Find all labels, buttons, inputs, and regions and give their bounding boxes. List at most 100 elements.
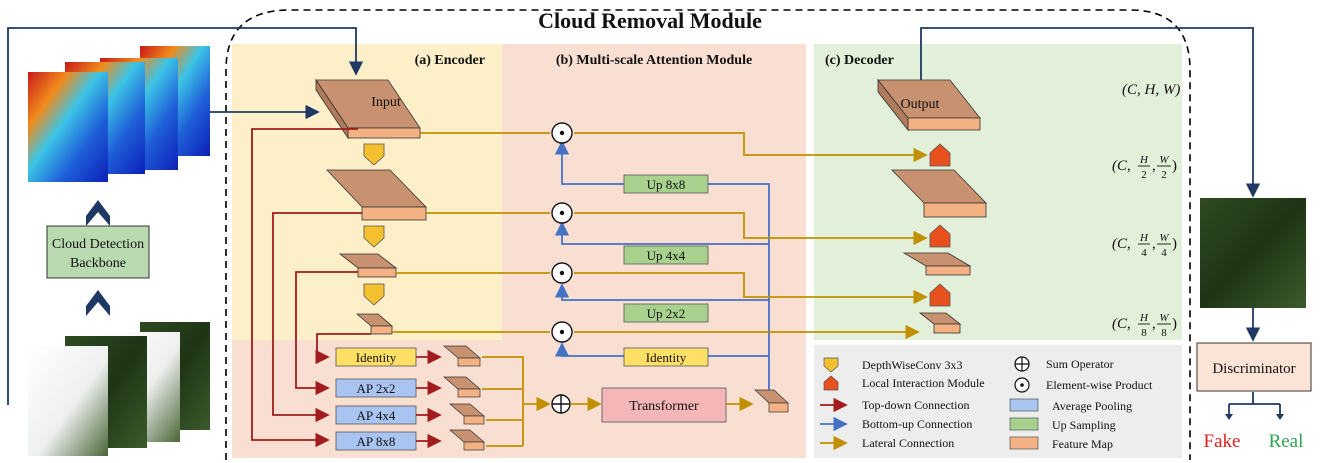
decoder-panel <box>814 44 1182 340</box>
local-interaction-icon <box>929 143 951 167</box>
output-to-discriminator <box>920 27 1261 198</box>
scale-label-3: (C, H 4 , W 4 ) <box>1112 232 1177 259</box>
discriminator-block <box>1196 342 1312 392</box>
up-4x4-label: Up 4x4 <box>647 248 686 263</box>
svg-text:(C,: (C, <box>1112 158 1131 174</box>
up-8x8 <box>623 174 709 194</box>
svg-text:Bottom-up Connection: Bottom-up Connection <box>862 417 972 431</box>
legend-depthwise-icon <box>823 357 839 373</box>
svg-text:(C, H, W): (C, H, W) <box>1122 82 1180 98</box>
svg-text:H: H <box>1139 312 1149 324</box>
pool-ap2-label: AP 2x2 <box>357 381 396 396</box>
cloud-detection-backbone <box>46 225 150 279</box>
feature-map-enc-2 <box>326 169 427 221</box>
pool-ap4-label: AP 4x4 <box>357 408 396 423</box>
svg-text:,: , <box>1152 316 1156 332</box>
svg-text:4: 4 <box>1161 247 1167 259</box>
up-2x2-label: Up 2x2 <box>647 306 686 321</box>
depthwise-conv-icon <box>363 143 385 166</box>
module-title: Cloud Removal Module <box>538 8 762 33</box>
decoder-label: (c) Decoder <box>825 53 894 68</box>
depthwise-conv-icon <box>363 225 385 248</box>
svg-text:2: 2 <box>1161 169 1167 181</box>
fake-label: Fake <box>1204 431 1241 452</box>
svg-text:): ) <box>1172 236 1177 252</box>
pool-identity-label: Identity <box>356 350 397 365</box>
discriminator-split <box>1228 392 1281 416</box>
svg-text:Sum Operator: Sum Operator <box>1046 357 1114 371</box>
legend-feature-map-swatch <box>1009 436 1039 450</box>
cloud-detection-label-line1: Cloud Detection <box>52 237 144 252</box>
generated-image <box>1200 198 1306 308</box>
svg-text:Feature Map: Feature Map <box>1052 437 1113 451</box>
svg-text:,: , <box>1152 236 1156 252</box>
feature-map-output <box>877 78 981 132</box>
attention-output-map <box>754 389 789 413</box>
scale-label-4: (C, H 8 , W 8 ) <box>1112 312 1177 339</box>
cloudy-image-stack <box>28 322 210 456</box>
pool-to-map <box>416 349 442 449</box>
up-4x4 <box>623 245 709 265</box>
svg-text:8: 8 <box>1141 327 1147 339</box>
svg-text:Up Sampling: Up Sampling <box>1052 418 1116 432</box>
input-label: Input <box>371 95 401 110</box>
discriminator-label: Discriminator <box>1212 361 1295 377</box>
pooled-feature-maps <box>443 345 485 451</box>
feature-map-dec-3 <box>902 252 972 276</box>
svg-text:2: 2 <box>1141 169 1147 181</box>
svg-text:Element-wise Product: Element-wise Product <box>1046 378 1153 392</box>
svg-text:8: 8 <box>1161 327 1167 339</box>
svg-text:Average Pooling: Average Pooling <box>1052 399 1132 413</box>
feature-map-dec-2 <box>891 169 987 218</box>
encoder-label: (a) Encoder <box>415 53 485 68</box>
attention-label: (b) Multi-scale Attention Module <box>556 53 752 68</box>
local-interaction-icon <box>929 283 951 307</box>
chevron-up-icon <box>86 290 110 316</box>
lateral-connections <box>392 132 928 340</box>
svg-text:W: W <box>1159 154 1169 166</box>
up-8x8-label: Up 8x8 <box>647 177 686 192</box>
cloud-detection-label-line2: Backbone <box>70 256 126 271</box>
element-wise-product-icons <box>551 122 573 343</box>
output-label: Output <box>901 97 940 112</box>
svg-text:W: W <box>1159 312 1169 324</box>
svg-text:4: 4 <box>1141 247 1147 259</box>
skip-connection <box>7 27 364 405</box>
svg-text:H: H <box>1139 154 1149 166</box>
svg-text:Local Interaction Module: Local Interaction Module <box>862 376 985 390</box>
svg-text:,: , <box>1152 158 1156 174</box>
real-label: Real <box>1269 431 1304 452</box>
transformer-label: Transformer <box>629 399 699 414</box>
merge-to-sum <box>482 356 551 447</box>
svg-text:): ) <box>1172 316 1177 332</box>
svg-text:): ) <box>1172 158 1177 174</box>
svg-text:(C,: (C, <box>1112 236 1131 252</box>
local-interaction-icon <box>929 224 951 248</box>
svg-text:H: H <box>1139 232 1149 244</box>
svg-text:W: W <box>1159 232 1169 244</box>
legend-panel <box>814 345 1182 458</box>
cloud-mask-stack <box>28 46 210 182</box>
svg-text:(C,: (C, <box>1112 316 1131 332</box>
arrow-heads <box>1225 414 1284 420</box>
legend-avg-pool-swatch <box>1009 398 1039 412</box>
top-down-connections <box>251 128 371 448</box>
up-identity <box>623 347 709 367</box>
up-identity-label: Identity <box>646 350 687 365</box>
legend: DepthWiseConv 3x3 Local Interaction Modu… <box>820 356 1153 451</box>
svg-text:DepthWiseConv 3x3: DepthWiseConv 3x3 <box>862 358 963 372</box>
up-2x2 <box>623 303 709 323</box>
depthwise-conv-icon <box>363 283 385 306</box>
feature-map-enc-4 <box>355 313 394 335</box>
scale-label-2: (C, H 2 , W 2 ) <box>1112 154 1177 181</box>
legend-up-sampling-swatch <box>1009 417 1039 431</box>
pool-ap8-label: AP 8x8 <box>357 434 396 449</box>
svg-text:Top-down Connection: Top-down Connection <box>862 398 969 412</box>
sum-cross <box>552 395 570 413</box>
scale-label-1: (C, H, W) <box>1122 82 1180 98</box>
chevron-up-icon <box>86 200 110 226</box>
transformer-block <box>601 387 727 423</box>
feature-map-dec-4 <box>918 312 962 334</box>
legend-local-interaction-icon <box>823 375 839 391</box>
